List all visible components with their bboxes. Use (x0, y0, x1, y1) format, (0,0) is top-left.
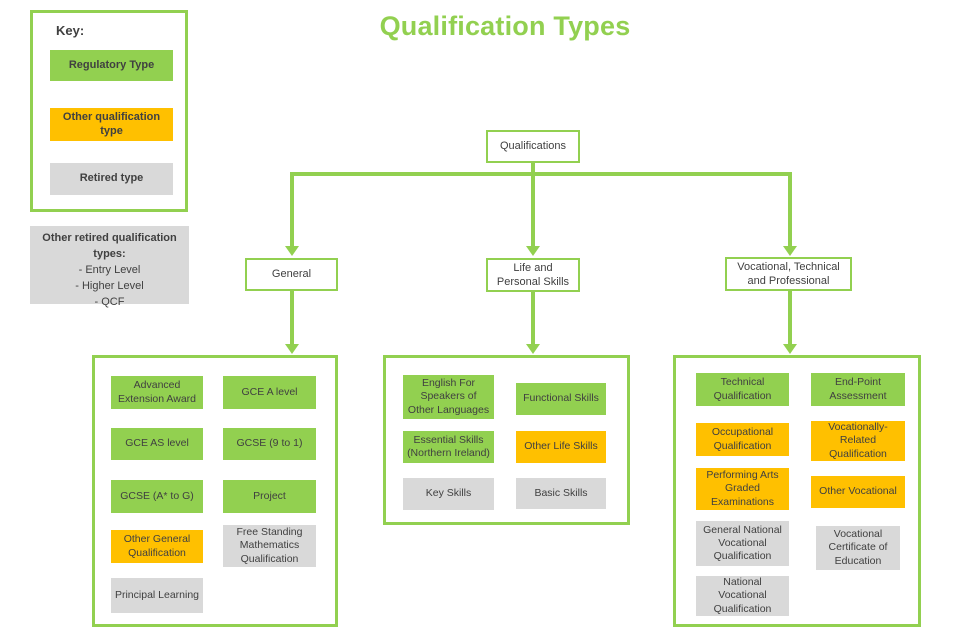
arrowhead-vocational-icon (783, 344, 797, 354)
chip-principal-learning: Principal Learning (111, 578, 203, 613)
chip-gce-as-level: GCE AS level (111, 428, 203, 460)
container-life-personal-skills: English For Speakers of Other Languages … (383, 355, 630, 525)
node-qualifications: Qualifications (486, 130, 580, 163)
chip-advanced-extension-award: Advanced Extension Award (111, 376, 203, 409)
node-general: General (245, 258, 338, 291)
chip-gce-a-level: GCE A level (223, 376, 316, 409)
legend-item-other: Other qualification type (50, 108, 173, 141)
chip-gnvq: General National Vocational Qualificatio… (696, 521, 789, 566)
legend-item-regulatory: Regulatory Type (50, 50, 173, 81)
retired-note-box: Other retired qualification types: - Ent… (30, 226, 189, 308)
chip-other-vocational: Other Vocational (811, 476, 905, 508)
connector-vocational-down (788, 291, 792, 344)
chip-functional-skills: Functional Skills (516, 383, 606, 415)
connector-mid-drop (531, 172, 535, 246)
chip-technical-qualification: Technical Qualification (696, 373, 789, 406)
chip-esol: English For Speakers of Other Languages (403, 375, 494, 419)
chip-nvq: National Vocational Qualification (696, 576, 789, 616)
arrowhead-general-icon (285, 344, 299, 354)
legend-key-box: Key: Regulatory Type Other qualification… (30, 10, 188, 212)
node-life-personal-skills: Life and Personal Skills (486, 258, 580, 292)
arrowhead-mid-icon (526, 246, 540, 256)
arrowhead-life-icon (526, 344, 540, 354)
chip-other-general-qualification: Other General Qualification (111, 530, 203, 563)
connector-left-drop (290, 172, 294, 246)
retired-note-item: - QCF (94, 295, 125, 308)
chip-vocationally-related: Vocationally-Related Qualification (811, 421, 905, 461)
legend-item-retired: Retired type (50, 163, 173, 195)
connector-root-stem (531, 162, 535, 174)
chip-end-point-assessment: End-Point Assessment (811, 373, 905, 406)
container-general: Advanced Extension Award GCE A level GCE… (92, 355, 338, 627)
chip-basic-skills: Basic Skills (516, 478, 606, 509)
connector-horizontal (290, 172, 792, 176)
chip-occupational-qualification: Occupational Qualification (696, 423, 789, 456)
container-vocational: Technical Qualification End-Point Assess… (673, 355, 921, 627)
chip-other-life-skills: Other Life Skills (516, 431, 606, 463)
chip-project: Project (223, 480, 316, 513)
chip-key-skills: Key Skills (403, 478, 494, 510)
arrowhead-right-icon (783, 246, 797, 256)
legend-heading: Key: (56, 23, 85, 38)
retired-note-heading: Other retired qualification types: (42, 232, 177, 260)
chip-gcse-a-to-g: GCSE (A* to G) (111, 480, 203, 513)
arrowhead-left-icon (285, 246, 299, 256)
chip-vocational-certificate: Vocational Certificate of Education (816, 526, 900, 570)
chip-performing-arts-graded: Performing Arts Graded Examinations (696, 468, 789, 510)
retired-note-item: - Entry Level (78, 263, 141, 276)
connector-general-down (290, 291, 294, 344)
chip-essential-skills-ni: Essential Skills (Northern Ireland) (403, 431, 494, 463)
page-title: Qualification Types (379, 11, 631, 41)
node-vocational: Vocational, Technical and Professional (725, 257, 852, 291)
retired-note-item: - Higher Level (75, 279, 144, 292)
connector-right-drop (788, 172, 792, 246)
connector-life-down (531, 292, 535, 344)
chip-free-standing-mathematics: Free Standing Mathematics Qualification (223, 525, 316, 567)
chip-gcse-9-to-1: GCSE (9 to 1) (223, 428, 316, 460)
